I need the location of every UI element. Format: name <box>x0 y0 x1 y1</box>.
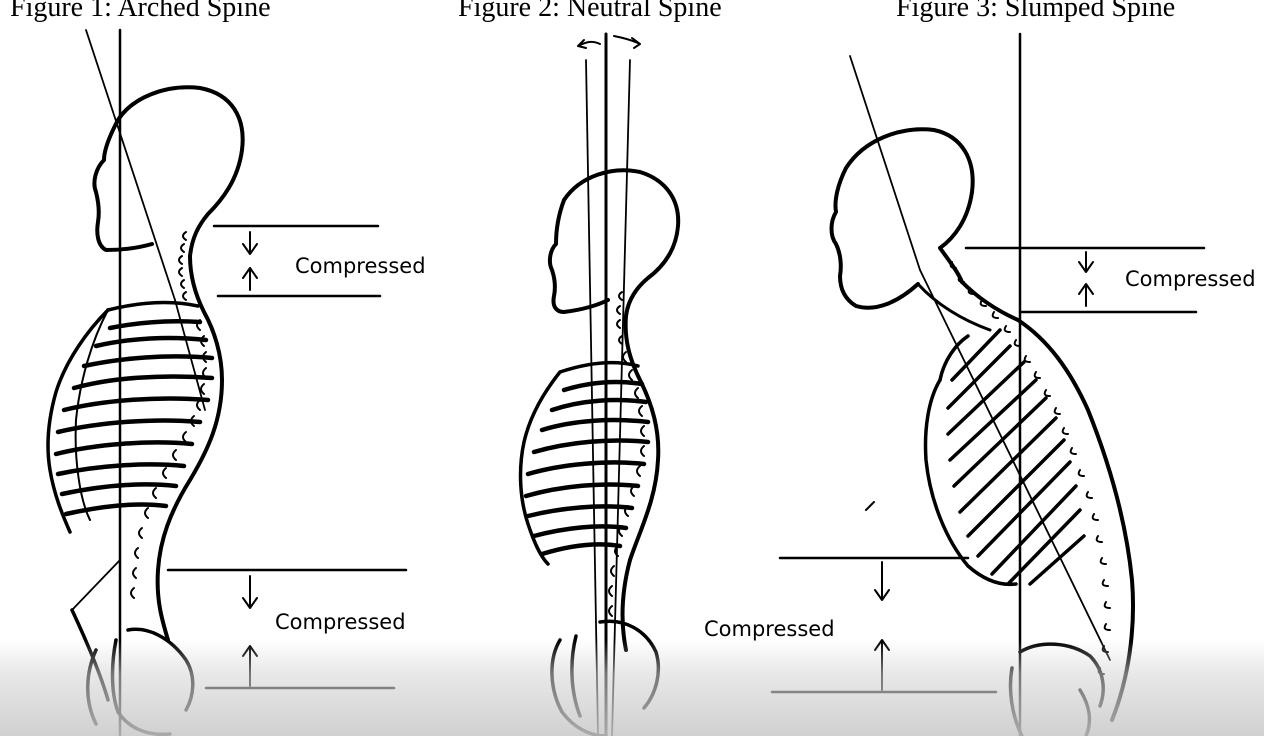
figure-3-lower-compressed-label: Compressed <box>704 617 835 641</box>
figure-2-neutral-spine <box>518 32 681 736</box>
figure-2-title: Figure 2: Neutral Spine <box>458 0 722 23</box>
figure-1-title: Figure 1: Arched Spine <box>10 0 271 23</box>
figure-3-upper-compressed-label: Compressed <box>1125 267 1256 291</box>
figure-1-lower-compressed-label: Compressed <box>275 610 406 634</box>
figure-1-upper-compressed-label: Compressed <box>295 254 426 278</box>
figure-3-slumped-spine <box>770 32 1206 736</box>
figure-3-title: Figure 3: Slumped Spine <box>896 0 1176 23</box>
